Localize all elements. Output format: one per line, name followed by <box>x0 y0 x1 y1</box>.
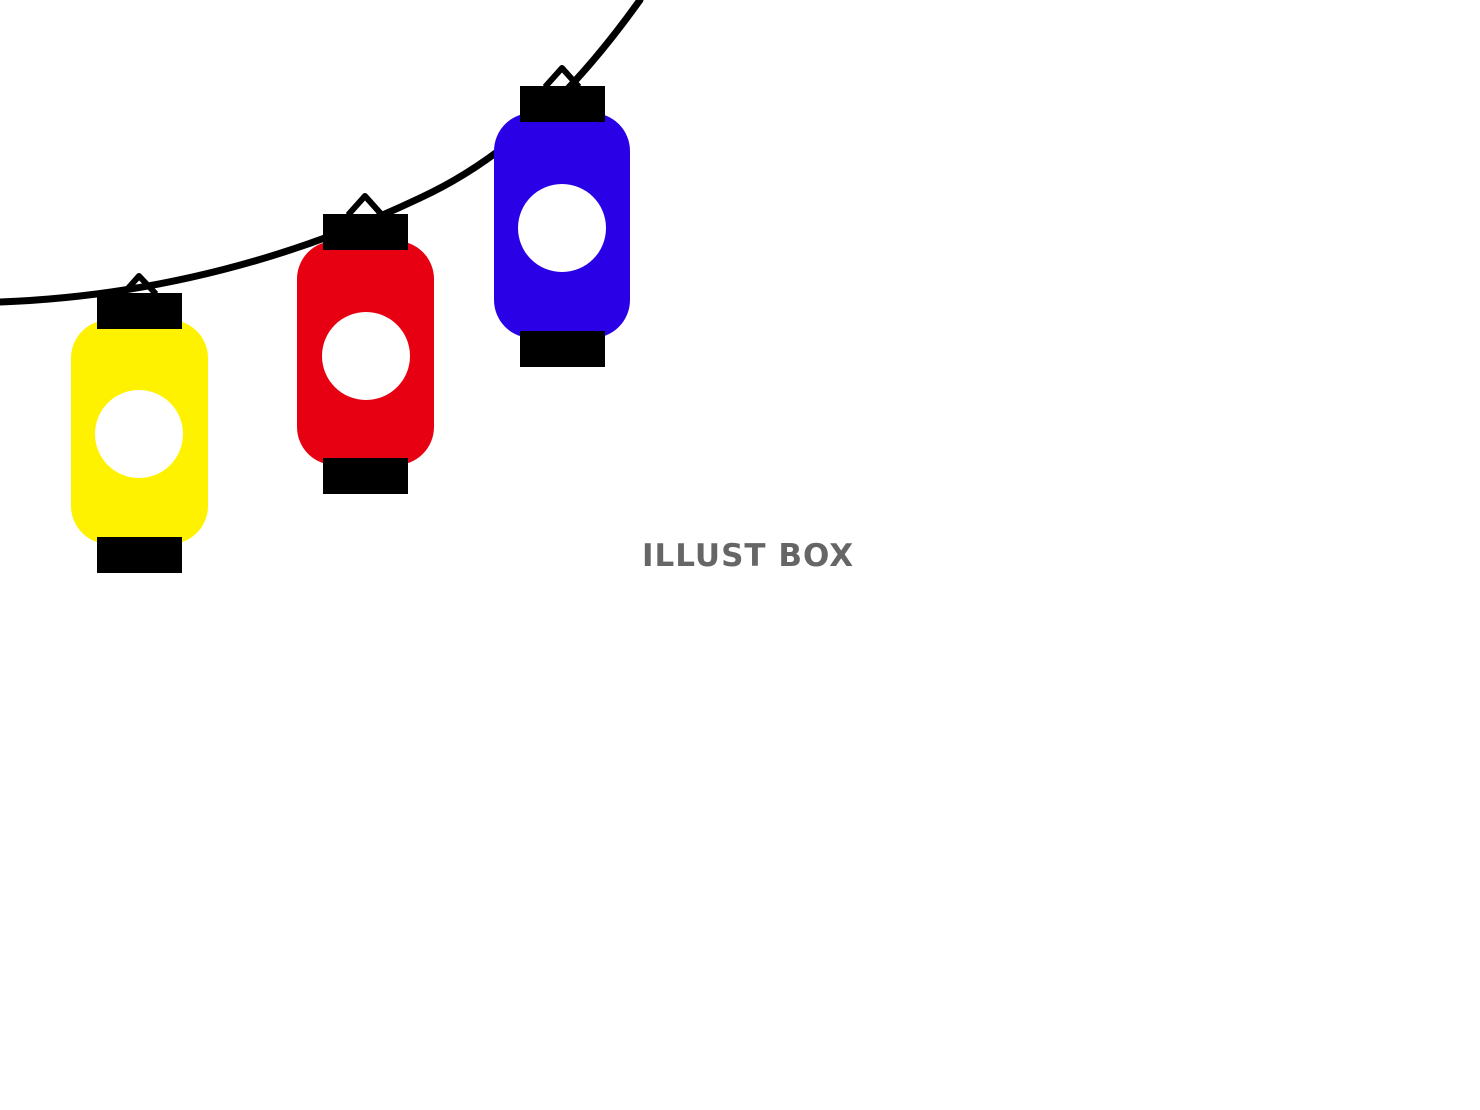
lantern-hook <box>345 193 385 218</box>
lantern-top-cap <box>97 293 182 329</box>
lantern-crest <box>518 184 606 272</box>
lantern-crest <box>95 390 183 478</box>
lantern-top-cap <box>520 86 605 122</box>
blue-lantern <box>494 65 630 367</box>
lantern-crest <box>322 312 410 400</box>
lantern-hook <box>120 273 159 297</box>
lantern-top-cap <box>323 214 408 250</box>
lantern-bottom-cap <box>520 331 605 367</box>
hanging-cord <box>0 0 644 306</box>
lantern-bottom-cap <box>97 537 182 573</box>
yellow-lantern <box>71 273 208 573</box>
red-lantern <box>297 193 434 494</box>
lantern-bottom-cap <box>323 458 408 494</box>
watermark-text: ILLUST BOX <box>642 538 855 574</box>
lantern-hook <box>542 65 582 90</box>
